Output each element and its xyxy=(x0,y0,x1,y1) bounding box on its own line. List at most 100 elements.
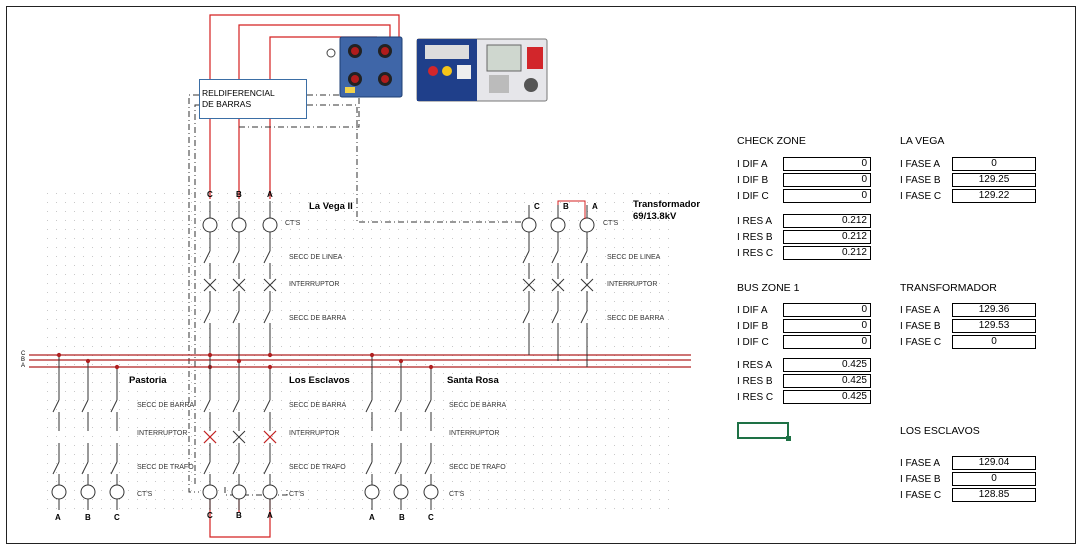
santa-rosa-phase-2-secc-barra xyxy=(424,399,432,413)
santa-rosa-phase-1-ct xyxy=(393,484,409,500)
pastoria-interruptor-label: INTERRUPTOR xyxy=(137,430,188,437)
transformador-fase-b-cell[interactable]: 129.53 xyxy=(952,319,1036,333)
los-esclavos-title: LOS ESCLAVOS xyxy=(900,425,980,437)
bus-zone-res-c-cell[interactable]: 0.425 xyxy=(783,390,871,404)
la-vega-ii-phase-1-ct xyxy=(231,217,247,233)
sheet-frame: RELDIFERENCIAL DE BARRAS La Vega II Tran… xyxy=(6,6,1076,544)
bay-title-transformador: Transformador xyxy=(633,199,701,210)
los-esclavos-phase-2-secc-barra xyxy=(263,399,271,413)
los-esclavos-phase-1-secc-trafo xyxy=(232,461,240,475)
la-vega-ii-phase-c: C xyxy=(207,190,213,199)
transformador-cts-label: CT'S xyxy=(603,220,619,227)
transformador-phase-1-secc-linea xyxy=(551,250,559,264)
los-esclavos-phase-1-secc-barra xyxy=(232,399,240,413)
los-esclavos-phase-2-bus-tap xyxy=(267,364,273,370)
los-esclavos-phase-0-secc-trafo xyxy=(203,461,211,475)
los-esclavos-fase-b-cell[interactable]: 0 xyxy=(952,472,1036,486)
santa-rosa-secc-barra-label: SECC DE BARRA xyxy=(449,402,507,409)
los-esclavos-fase-a-cell[interactable]: 129.04 xyxy=(952,456,1036,470)
santa-rosa-phase-2-bus-tap xyxy=(428,364,434,370)
la-vega-fase-c-cell[interactable]: 129.22 xyxy=(952,189,1036,203)
santa-rosa-phase-2-ct xyxy=(423,484,439,500)
santa-rosa-phase-0-secc-trafo xyxy=(365,461,373,475)
pastoria-phase-0-secc-trafo xyxy=(52,461,60,475)
pastoria-phase-2-secc-barra xyxy=(110,399,118,413)
los-esclavos-red-breaker-b-0 xyxy=(203,430,217,444)
los-esclavos-red-breaker-b-1 xyxy=(263,430,277,444)
relay-differential-box: RELDIFERENCIAL DE BARRAS xyxy=(199,79,307,119)
transformador-red-jumper xyxy=(557,200,586,219)
check-zone-dif-b-cell[interactable]: 0 xyxy=(783,173,871,187)
la-vega-ii-phase-2-breaker-b xyxy=(263,278,277,292)
santa-rosa-secc-trafo-label: SECC DE TRAFO xyxy=(449,464,506,471)
ct-wiring xyxy=(188,67,525,496)
la-vega-fase-a-cell[interactable]: 0 xyxy=(952,157,1036,171)
bay-title-pastoria: Pastoria xyxy=(129,375,167,386)
santa-rosa-phase-2-secc-trafo xyxy=(424,461,432,475)
check-zone-res-c-cell[interactable]: 0.212 xyxy=(783,246,871,260)
test-set-main-unit xyxy=(416,38,548,102)
check-zone-res-a-cell[interactable]: 0.212 xyxy=(783,214,871,228)
los-esclavos-phase-0-bus-tap xyxy=(207,352,213,358)
selected-cell[interactable] xyxy=(737,422,791,441)
check-zone-res-b-cell[interactable]: 0.212 xyxy=(783,230,871,244)
pastoria-phase-0-ct xyxy=(51,484,67,500)
la-vega-ii-phase-a: A xyxy=(267,190,273,199)
santa-rosa-phase-c: C xyxy=(428,513,434,522)
transformador-phase-0-secc-barra xyxy=(522,310,530,324)
relay-label-line1: RELDIFERENCIAL xyxy=(202,88,275,98)
la-vega-ii-phase-2-secc-barra xyxy=(263,310,271,324)
la-vega-title: LA VEGA xyxy=(900,135,945,147)
pastoria-phase-0-bus-tap xyxy=(56,352,62,358)
check-zone-dif-c-cell[interactable]: 0 xyxy=(783,189,871,203)
bus-zone-res-b-cell[interactable]: 0.425 xyxy=(783,374,871,388)
relay-label-line2: DE BARRAS xyxy=(202,99,252,109)
pastoria-phase-b: B xyxy=(85,513,91,522)
transformador-phase-2-secc-linea xyxy=(580,250,588,264)
santa-rosa-phase-1-secc-trafo xyxy=(394,461,402,475)
bus-zone-dif-a-cell[interactable]: 0 xyxy=(783,303,871,317)
la-vega-ii-phase-0-breaker-b xyxy=(203,278,217,292)
transformador-phase-b: B xyxy=(563,202,569,211)
bus-bars xyxy=(29,354,691,368)
la-vega-ii-phase-0-secc-barra xyxy=(203,310,211,324)
santa-rosa-cts-label: CT'S xyxy=(449,491,465,498)
bus-phase-b: B xyxy=(21,357,26,363)
pastoria-phase-0-secc-barra xyxy=(52,399,60,413)
bay-title-los-esclavos: Los Esclavos xyxy=(289,375,350,386)
pastoria-phase-2-bus-tap xyxy=(114,364,120,370)
los-esclavos-phase-a: A xyxy=(267,511,273,520)
transformador-phase-1-breaker-b xyxy=(551,278,565,292)
santa-rosa-phase-1-secc-barra xyxy=(394,399,402,413)
transformador-interruptor-label: INTERRUPTOR xyxy=(607,281,658,288)
transformador-fase-a-cell[interactable]: 129.36 xyxy=(952,303,1036,317)
los-esclavos-fase-c-cell[interactable]: 128.85 xyxy=(952,488,1036,502)
la-vega-fase-b-cell[interactable]: 129.25 xyxy=(952,173,1036,187)
transformador-phase-0-secc-linea xyxy=(522,250,530,264)
pastoria-phase-1-secc-trafo xyxy=(81,461,89,475)
santa-rosa-phase-0-ct xyxy=(364,484,380,500)
bus-zone-dif-c-cell[interactable]: 0 xyxy=(783,335,871,349)
pastoria-cts-label: CT'S xyxy=(137,491,153,498)
bus-zone-res-a-cell[interactable]: 0.425 xyxy=(783,358,871,372)
los-esclavos-phase-2-secc-trafo xyxy=(263,461,271,475)
transformador-fase-c-cell[interactable]: 0 xyxy=(952,335,1036,349)
check-zone-dif-a-cell[interactable]: 0 xyxy=(783,157,871,171)
pastoria-phase-2-ct xyxy=(109,484,125,500)
bus-zone-dif-b-cell[interactable]: 0 xyxy=(783,319,871,333)
pastoria-phase-1-ct xyxy=(80,484,96,500)
santa-rosa-interruptor-label: INTERRUPTOR xyxy=(449,430,500,437)
